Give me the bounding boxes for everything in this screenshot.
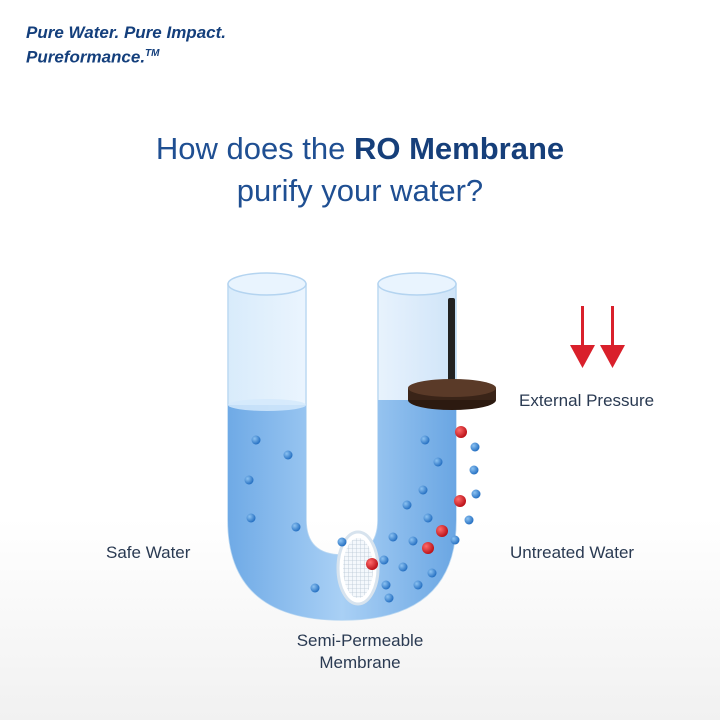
water-molecule (408, 536, 418, 546)
contaminant-particle (366, 558, 378, 570)
headline-bold: RO Membrane (354, 131, 565, 166)
water-molecule (427, 568, 437, 578)
headline-part-1: How does the (155, 131, 354, 166)
headline-line-1: How does the RO Membrane (0, 128, 720, 170)
water-molecule (423, 513, 433, 523)
tagline-line-2: Pureformance.TM (26, 43, 226, 68)
membrane-label-line-1: Semi-Permeable (296, 631, 424, 650)
water-molecules (244, 435, 481, 603)
left-water-surface (228, 399, 306, 411)
contaminant-particle (454, 495, 466, 507)
water-molecule (246, 513, 256, 523)
water-molecule (398, 562, 408, 572)
arrow-shaft-left (581, 306, 584, 350)
external-pressure-label: External Pressure (519, 391, 655, 410)
trademark-mark: TM (145, 48, 160, 59)
safe-water-label: Safe Water (106, 543, 191, 562)
membrane-mesh (343, 538, 373, 598)
water-molecule (283, 450, 293, 460)
pressure-arrows-icon (570, 306, 625, 368)
arrow-shaft-right (611, 306, 614, 350)
water-molecule (384, 593, 394, 603)
tagline-line-1: Pure Water. Pure Impact. (26, 23, 226, 42)
water-molecule (413, 580, 423, 590)
arrow-head-right (600, 345, 625, 368)
water-molecule (291, 522, 301, 532)
water-molecule (469, 465, 479, 475)
contaminant-particle (422, 542, 434, 554)
arrow-head-left (570, 345, 595, 368)
water-molecule (433, 457, 443, 467)
water-molecule (337, 537, 347, 547)
tagline-brand: Pureformance. (26, 47, 146, 67)
contaminant-particle (455, 426, 467, 438)
water-molecule (450, 535, 460, 545)
piston-top (408, 379, 496, 397)
water-molecule (379, 555, 389, 565)
water-molecule (251, 435, 261, 445)
headline-line-2: purify your water? (236, 173, 484, 208)
right-tube-opening (377, 272, 457, 296)
tagline: Pure Water. Pure Impact. Pureformance.TM (26, 22, 226, 68)
water-molecule (402, 500, 412, 510)
water-molecule (381, 580, 391, 590)
left-tube-opening (227, 272, 307, 296)
water-molecule (310, 583, 320, 593)
untreated-water-label: Untreated Water (510, 543, 635, 562)
contaminant-particles (366, 426, 467, 570)
piston-rod (448, 298, 455, 388)
water-molecule (471, 489, 481, 499)
water-molecule (244, 475, 254, 485)
headline: How does the RO Membrane purify your wat… (0, 128, 720, 212)
water-molecule (464, 515, 474, 525)
water-molecule (388, 532, 398, 542)
membrane-label-line-2: Membrane (319, 653, 401, 672)
membrane-label: Semi-Permeable Membrane (260, 630, 460, 674)
water-molecule (418, 485, 428, 495)
contaminant-particle (436, 525, 448, 537)
water-molecule (420, 435, 430, 445)
water-molecule (470, 442, 480, 452)
